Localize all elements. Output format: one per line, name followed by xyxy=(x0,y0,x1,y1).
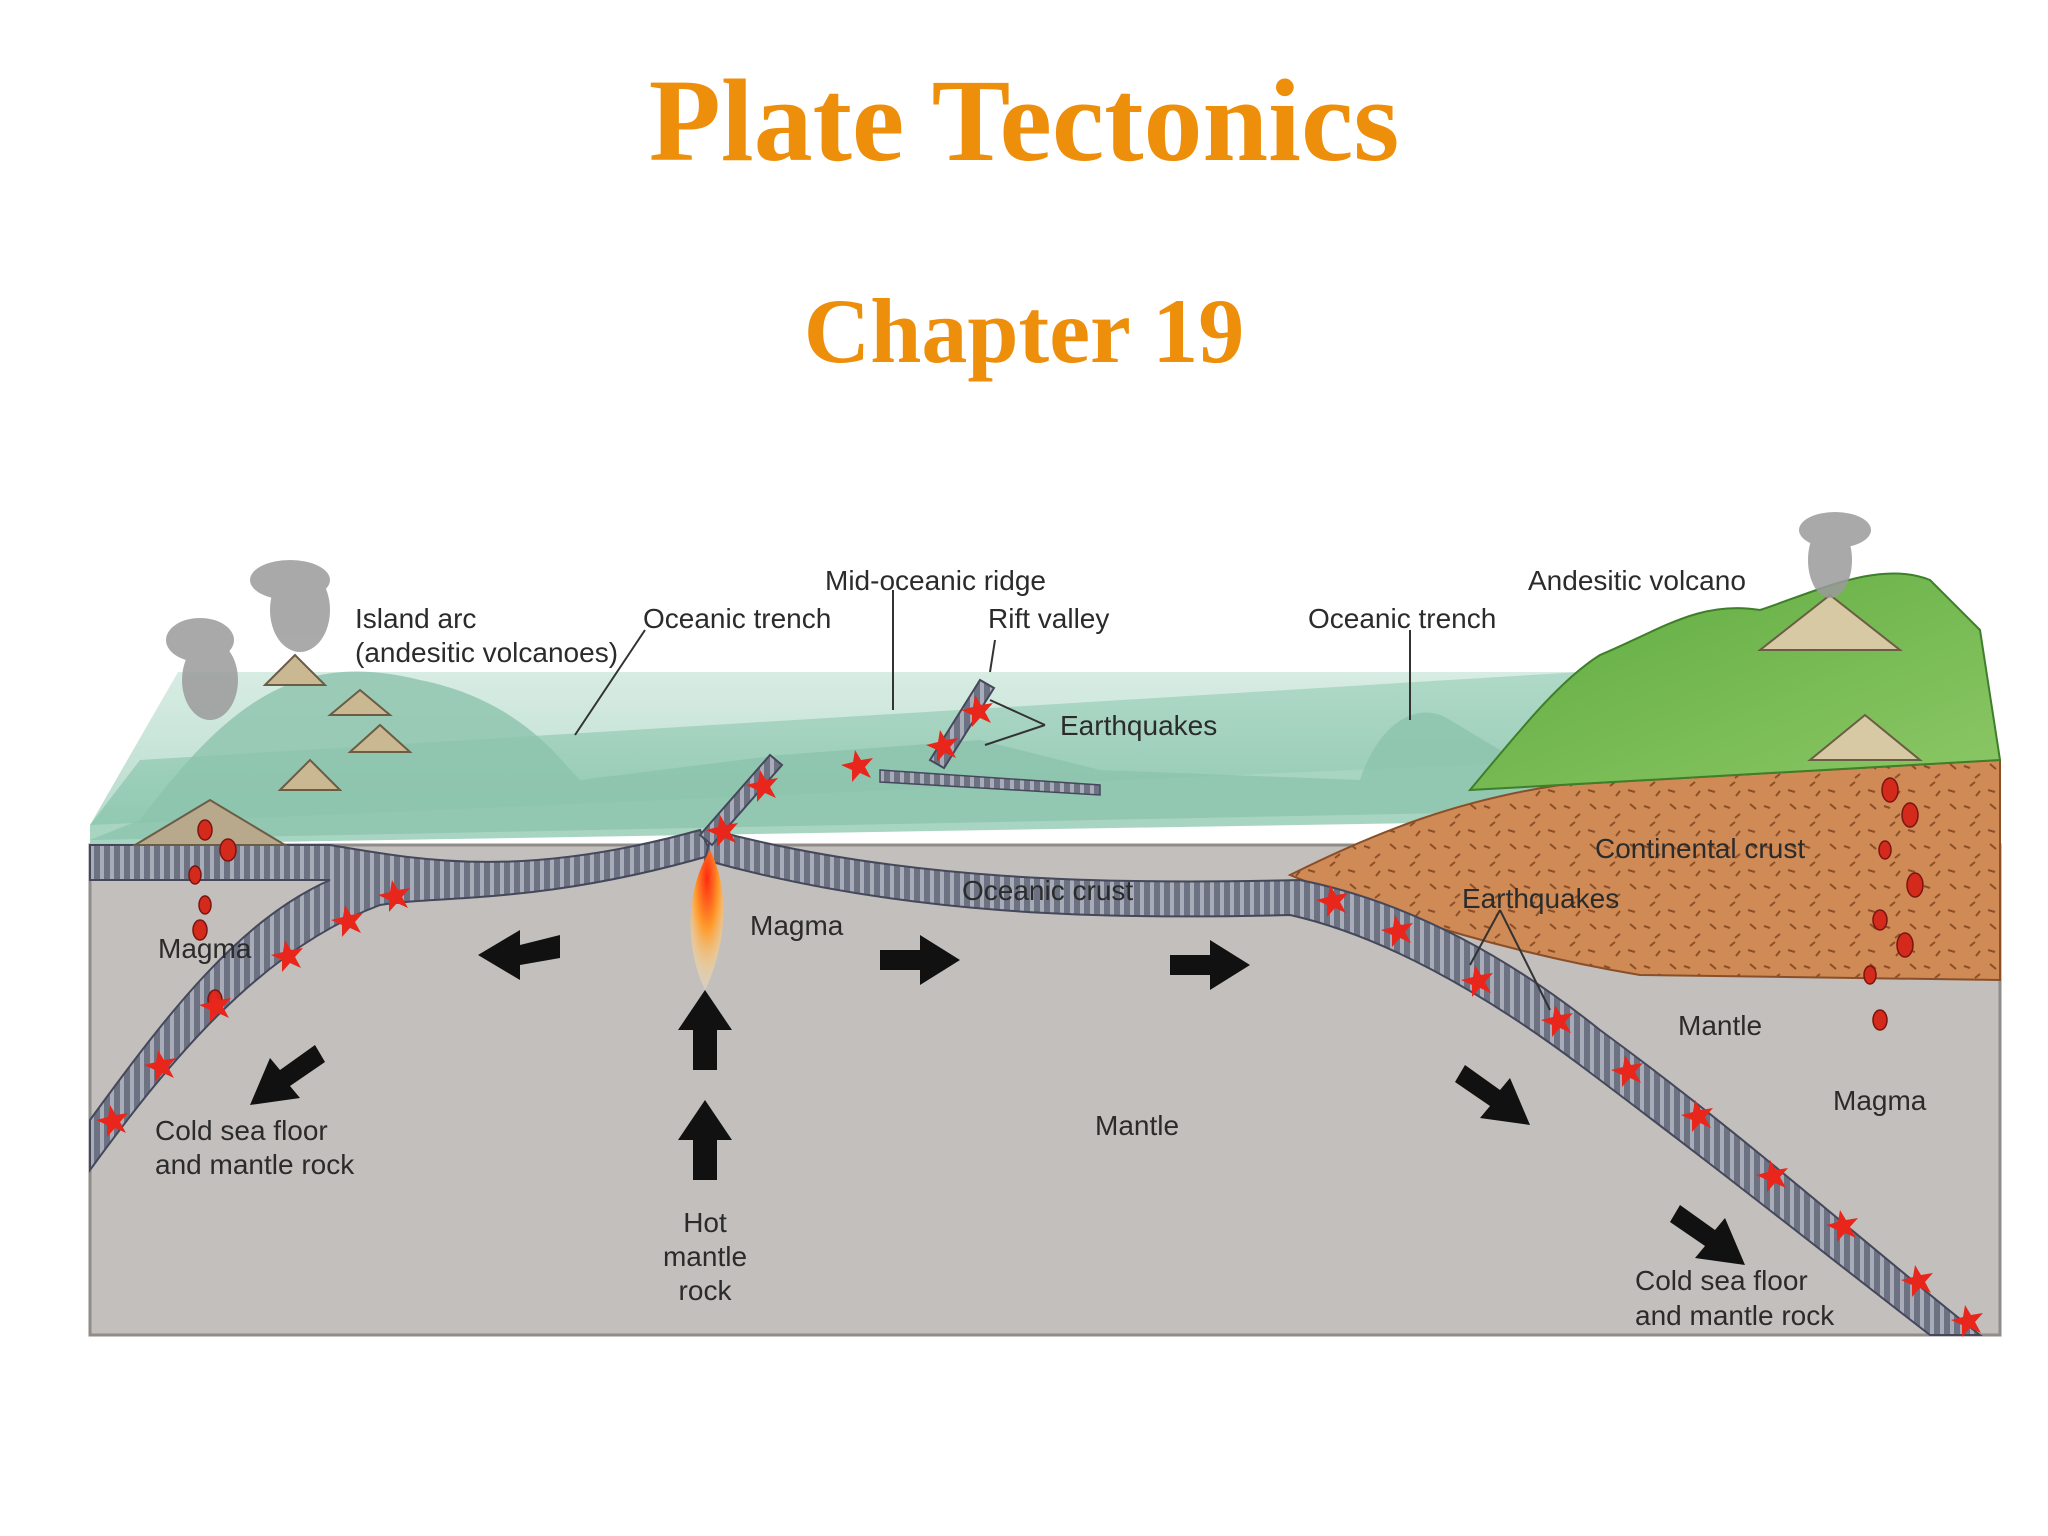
label-andesitic-volcano: Andesitic volcano xyxy=(1528,565,1746,596)
label-cold-sea-floor-right-sub: and mantle rock xyxy=(1635,1300,1835,1331)
label-cold-sea-floor-left-sub: and mantle rock xyxy=(155,1149,355,1180)
label-mid-oceanic-ridge: Mid-oceanic ridge xyxy=(825,565,1046,596)
label-magma-center: Magma xyxy=(750,910,844,941)
label-island-arc: Island arc xyxy=(355,603,476,634)
label-cold-sea-floor-left: Cold sea floor xyxy=(155,1115,328,1146)
label-earthquakes-top: Earthquakes xyxy=(1060,710,1217,741)
label-oceanic-trench-right: Oceanic trench xyxy=(1308,603,1496,634)
label-hot-mantle-rock-3: rock xyxy=(679,1275,733,1306)
label-earthquakes-right: Earthquakes xyxy=(1462,883,1619,914)
label-mantle-center: Mantle xyxy=(1095,1110,1179,1141)
label-magma-right: Magma xyxy=(1833,1085,1927,1116)
label-island-arc-sub: (andesitic volcanoes) xyxy=(355,637,618,668)
label-oceanic-crust: Oceanic crust xyxy=(962,875,1133,906)
label-hot-mantle-rock-2: mantle xyxy=(663,1241,747,1272)
label-hot-mantle-rock-1: Hot xyxy=(683,1207,727,1238)
label-rift-valley: Rift valley xyxy=(988,603,1109,634)
label-magma-left: Magma xyxy=(158,933,252,964)
label-oceanic-trench-left: Oceanic trench xyxy=(643,603,831,634)
label-mantle-right: Mantle xyxy=(1678,1010,1762,1041)
label-continental-crust: Continental crust xyxy=(1595,833,1805,864)
label-cold-sea-floor-right: Cold sea floor xyxy=(1635,1265,1808,1296)
